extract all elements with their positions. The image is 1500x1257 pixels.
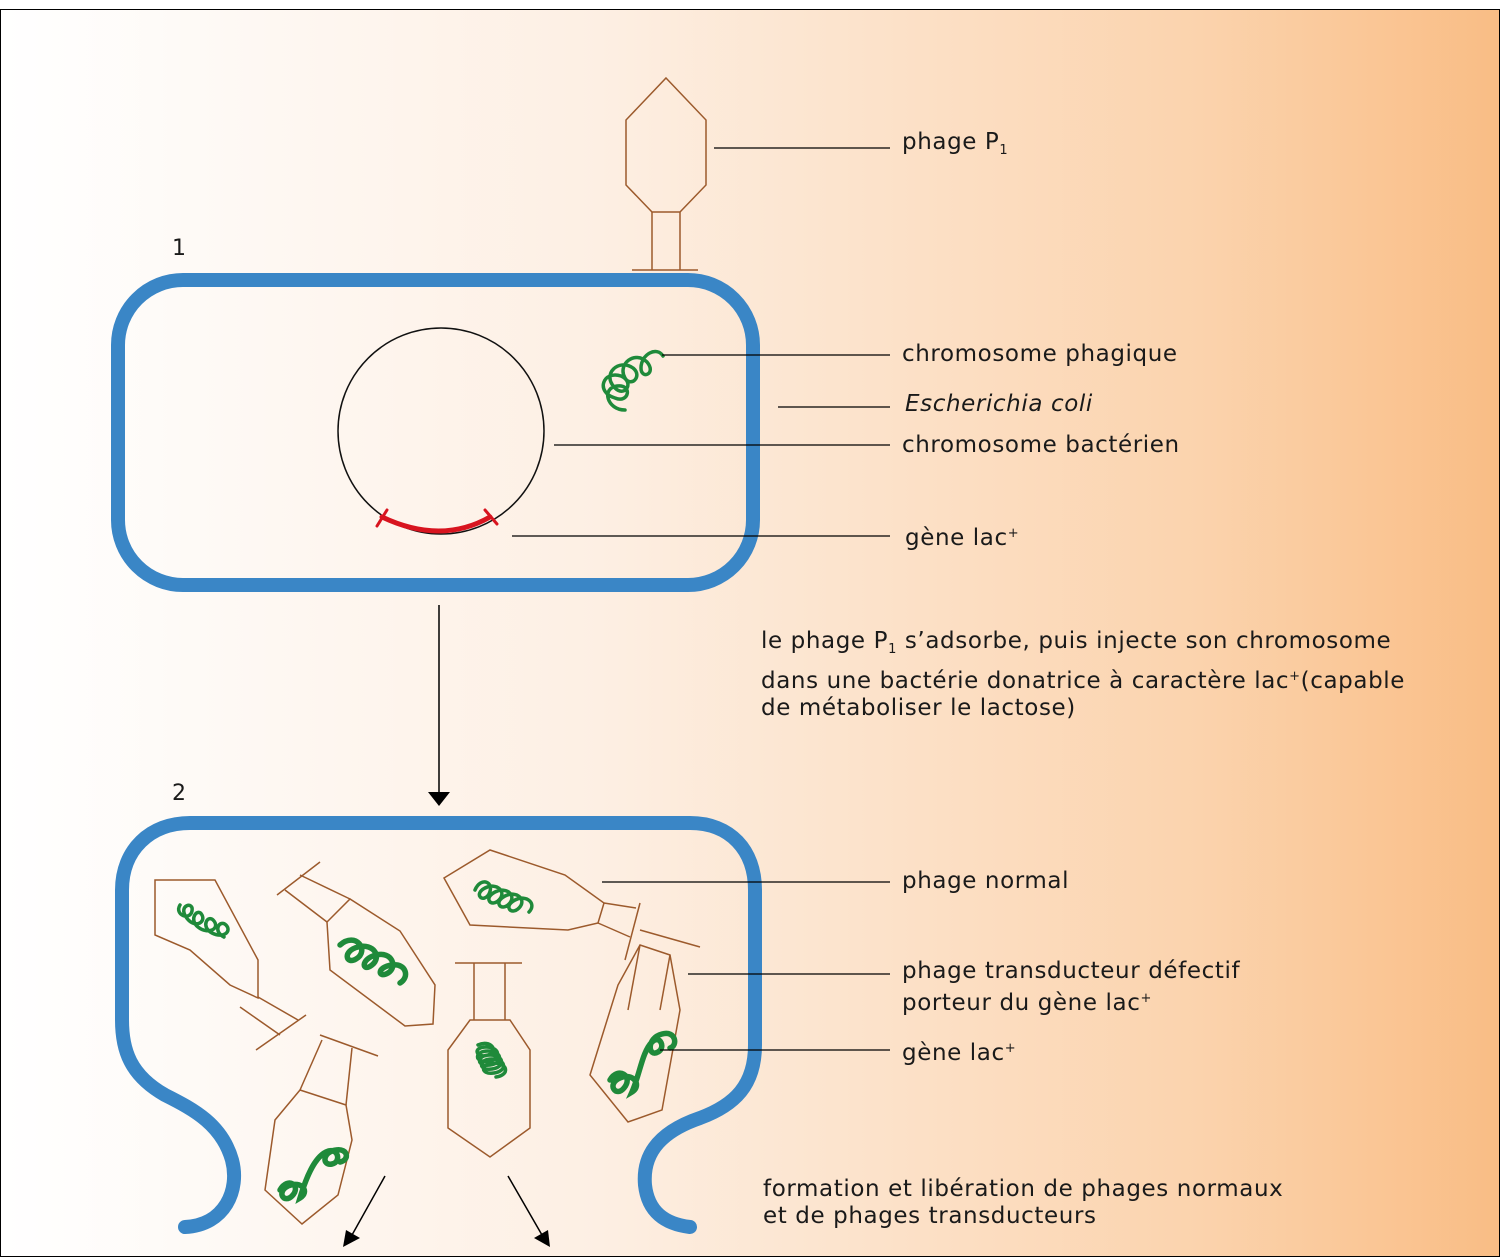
step-number-2: 2 [172, 781, 186, 806]
label-phage-transducteur: phage transducteur défectif porteur du g… [902, 958, 1241, 1016]
phage-normal-c [442, 849, 641, 961]
caption-step1: le phage P1 s’adsorbe, puis injecte son … [761, 628, 1406, 721]
gene-lac-segment-1 [375, 508, 499, 534]
lysing-cell-membrane [115, 816, 762, 1234]
label-escherichia-coli: Escherichia coli [905, 391, 1093, 417]
label-chromosome-phagique: chromosome phagique [902, 341, 1178, 367]
label-gene-lac-1: gène lac+ [905, 525, 1020, 551]
label-chromosome-bacterien: chromosome bactérien [902, 432, 1180, 458]
phage-normal-a [154, 879, 307, 1051]
phage-normal-e [447, 962, 531, 1158]
release-arrows [343, 1175, 550, 1247]
caption-step2: formation et libération de phages normau… [763, 1176, 1284, 1229]
transition-arrow [428, 605, 450, 806]
label-gene-lac-2: gène lac+ [902, 1040, 1017, 1066]
phage-transducer-b [276, 861, 436, 1027]
leader-lines-cell1 [512, 147, 890, 537]
step-number-1: 1 [172, 236, 186, 261]
leader-lines-cell2 [602, 881, 890, 1051]
ecoli-cell-membrane [111, 273, 760, 592]
phage-p1 [625, 76, 707, 271]
phage-transducer-d [589, 929, 701, 1123]
label-phage-normal: phage normal [902, 868, 1070, 894]
phage-chromosome-coil [601, 349, 665, 412]
phage-transducer-f [264, 1034, 379, 1225]
label-phage-p1: phage P1 [902, 129, 1009, 158]
bacterial-chromosome [337, 327, 545, 535]
